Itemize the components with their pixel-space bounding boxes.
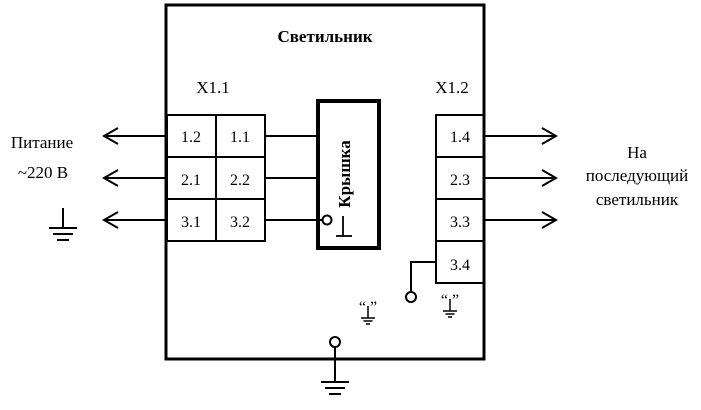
power-label-line2: ~220 В: [18, 163, 68, 182]
terminal-label: 1.2: [181, 129, 201, 146]
power-label-line1: Питание: [11, 133, 73, 152]
diagram-title: Светильник: [277, 27, 372, 46]
ground-note-right-icon: [443, 299, 457, 318]
supply-ground-icon: [49, 208, 77, 241]
ground-note-left-icon: [361, 306, 375, 325]
next-label-line1: На: [627, 143, 647, 162]
cover-label: Крышка: [335, 140, 354, 208]
next-label-line2: последующий: [586, 166, 689, 185]
next-label-line3: светильник: [596, 190, 679, 209]
terminal-label: 1.1: [230, 129, 250, 146]
output-arrow: [484, 169, 559, 187]
right-terminal-block: [435, 114, 485, 284]
supply-arrow: [101, 169, 167, 187]
terminal-label: 3.3: [450, 214, 470, 231]
terminal-label: 1.4: [450, 129, 470, 146]
cover-box: [316, 99, 381, 250]
enclosure-ground-icon: [321, 381, 349, 395]
body-ground-terminal: [405, 291, 417, 303]
terminal-label: 3.4: [450, 257, 470, 274]
cover-ground-icon: [336, 216, 352, 237]
supply-arrow: [101, 127, 167, 145]
terminal-label: 3.2: [230, 214, 250, 231]
cover-ground-terminal: [321, 214, 333, 226]
terminal-label: 2.2: [230, 172, 250, 189]
ground-link-wire: [410, 261, 436, 293]
terminal-label: 3.1: [181, 214, 201, 231]
output-arrow: [484, 127, 559, 145]
output-arrow: [484, 211, 559, 229]
enclosure-ground-terminal: [329, 336, 341, 348]
left-terminal-name: X1.1: [196, 78, 230, 97]
right-terminal-name: X1.2: [435, 78, 469, 97]
terminal-label: 2.3: [450, 172, 470, 189]
terminal-label: 2.1: [181, 172, 201, 189]
supply-arrow: [101, 211, 167, 229]
